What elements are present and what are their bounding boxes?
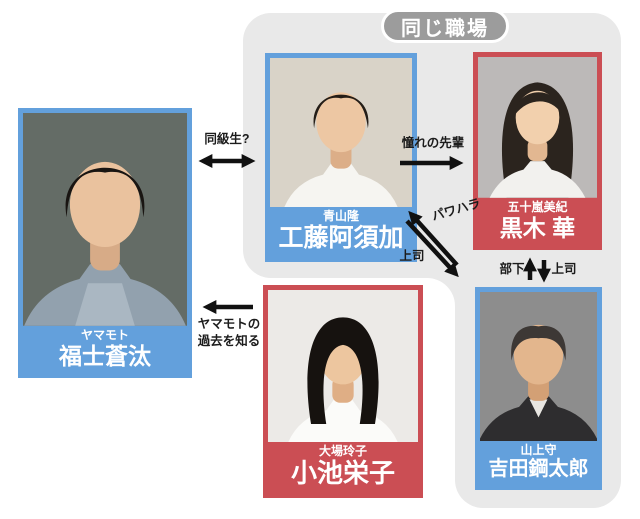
knows-past-line1: ヤマモトの: [197, 317, 261, 331]
portrait-photo-kuroki: [478, 57, 597, 198]
portrait-photo-fukushi: [23, 113, 187, 326]
role-name: 山上守: [520, 443, 557, 458]
group-badge: 同じ職場: [381, 9, 509, 43]
portrait-silhouette-icon: [478, 57, 597, 198]
person-card-fukushi: ヤマモト 福士蒼汰: [18, 108, 192, 378]
boss-diagonal-label: 上司: [399, 249, 425, 263]
portrait-photo-kudo: [270, 58, 412, 208]
portrait-silhouette-icon: [268, 290, 418, 443]
actor-name: 吉田鋼太郎: [488, 458, 589, 480]
portrait-silhouette-icon: [480, 292, 597, 442]
actor-name: 工藤阿須加: [278, 224, 404, 253]
role-name: ヤマモト: [80, 327, 129, 342]
role-name: 五十嵐美紀: [507, 199, 568, 214]
actor-name: 福士蒼汰: [59, 342, 151, 369]
role-name: 大場玲子: [318, 444, 367, 459]
portrait-photo-yoshida: [480, 292, 597, 442]
knows-past-line2: 過去を知る: [197, 334, 261, 348]
admired-senior-label: 憧れの先輩: [401, 136, 465, 150]
actor-name: 小池栄子: [290, 458, 395, 489]
person-card-yoshida: 山上守 吉田鋼太郎: [475, 287, 602, 490]
portrait-silhouette-icon: [23, 113, 187, 326]
portrait-photo-koike: [268, 290, 418, 443]
portrait-silhouette-icon: [270, 58, 412, 208]
knows-past-label: ヤマモトの 過去を知る: [196, 316, 262, 350]
actor-name: 黒木 華: [499, 214, 576, 241]
classmates-label: 同級生?: [204, 132, 250, 146]
person-card-koike: 大場玲子 小池栄子: [263, 285, 423, 498]
person-card-kuroki: 五十嵐美紀 黒木 華: [473, 52, 602, 250]
subordinate-label: 部下: [499, 262, 525, 276]
person-card-kudo: 青山隆 工藤阿須加: [265, 53, 417, 262]
boss-vertical-label: 上司: [551, 262, 577, 276]
role-name: 青山隆: [322, 209, 359, 224]
